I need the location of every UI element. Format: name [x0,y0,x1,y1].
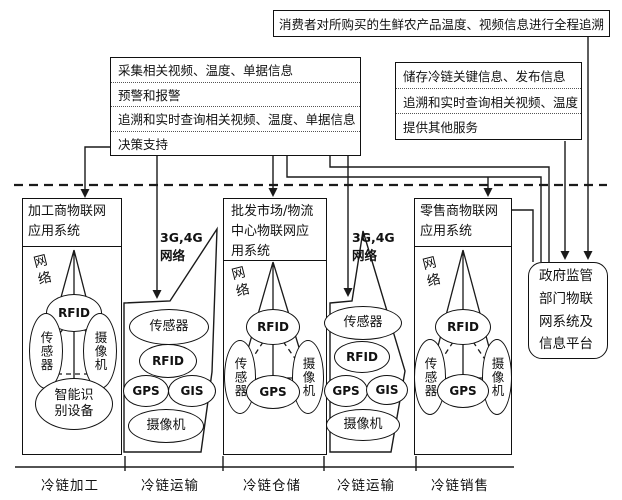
gis-node: GIS [168,375,216,407]
government-platform-label: 政府监管部门物联网系统及信息平台 [539,268,593,353]
camera-node: 摄像机 [482,339,512,415]
camera-node: 摄像机 [292,340,324,414]
arrowhead [268,188,278,197]
timeline-axis [15,456,514,471]
g-network-line2: 网络 [160,248,186,264]
rfid-node: RFID [246,309,300,345]
connector-lines [84,37,589,291]
smart-device-node: 智能识别设备 [35,378,113,430]
consumer-trace-label: 消费者对所购买的生鲜农产品温度、视频信息进行全程追溯 [278,17,604,32]
gps-node: GPS [437,374,489,408]
sensor-node: 传感器 [29,313,63,389]
camera-node: 摄像机 [128,409,204,443]
stage-processing: 加工商物联网应用系统 [22,198,122,455]
timeline-label-sales: 冷链销售 [431,478,489,494]
connector-to-processing [84,146,110,190]
function-row: 储存冷链关键信息、发布信息 [403,68,566,84]
sensor-node: 传感器 [414,339,446,415]
connector-bus-upper [329,156,550,262]
timeline-label-transport-2: 冷链运输 [337,478,395,494]
gps-node: GPS [123,375,169,407]
consumer-trace-box: 消费者对所购买的生鲜农产品温度、视频信息进行全程追溯 [273,10,610,37]
stage-title-retail: 零售商物联网应用系统 [415,199,511,247]
sensor-node: 传感器 [224,340,256,414]
function-row: 追溯和实时查询相关视频、温度、单据信息 [111,106,360,131]
platform-functions-box: 采集相关视频、温度、单据信息 预警和报警 追溯和实时查询相关视频、温度、单据信息… [110,57,361,156]
cloud-functions-box: 储存冷链关键信息、发布信息 追溯和实时查询相关视频、温度 提供其他服务 [395,62,582,140]
connector-retail-to-government [512,209,534,262]
connector-bus-lower [286,156,542,262]
function-row: 追溯和实时查询相关视频、温度 [396,87,581,114]
camera-node: 摄像机 [326,409,400,441]
function-row: 采集相关视频、温度、单据信息 [118,63,294,79]
arrowhead [583,251,593,260]
arrowhead [152,290,162,299]
arrowhead [343,288,353,297]
timeline-label-transport-1: 冷链运输 [141,478,199,494]
smart-device-label: 智能识别设备 [54,388,94,419]
rfid-node: RFID [334,341,390,373]
g-network-line2: 网络 [352,248,378,264]
arrowhead [483,188,493,197]
function-row: 预警和报警 [111,81,360,107]
rfid-node: RFID [139,344,197,378]
sensor-node: 传感器 [324,306,402,340]
network-label-transport-2: 3G,4G 网络 [352,229,395,265]
arrowhead [80,189,90,198]
timeline-label-warehouse: 冷链仓储 [243,478,301,494]
g-network-line1: 3G,4G [160,230,203,245]
function-row: 决策支持 [111,130,360,156]
rfid-node: RFID [435,309,491,345]
timeline-label-processing: 冷链加工 [41,478,99,494]
stage-retail: 零售商物联网应用系统 [414,198,512,455]
government-platform-box: 政府监管部门物联网系统及信息平台 [528,262,608,359]
arrowheads [80,188,593,299]
arrowhead [560,251,570,260]
sensor-node: 传感器 [129,309,209,345]
gps-node: GPS [246,375,300,409]
gps-node: GPS [324,375,368,407]
camera-node: 摄像机 [83,313,117,389]
g-network-line1: 3G,4G [352,230,395,245]
stage-title-processing: 加工商物联网应用系统 [23,199,121,247]
network-label-transport-1: 3G,4G 网络 [160,229,203,265]
stage-title-wholesale: 批发市场/物流中心物联网应用系统 [224,199,326,261]
gis-node: GIS [366,375,408,405]
function-row: 提供其他服务 [396,113,581,139]
